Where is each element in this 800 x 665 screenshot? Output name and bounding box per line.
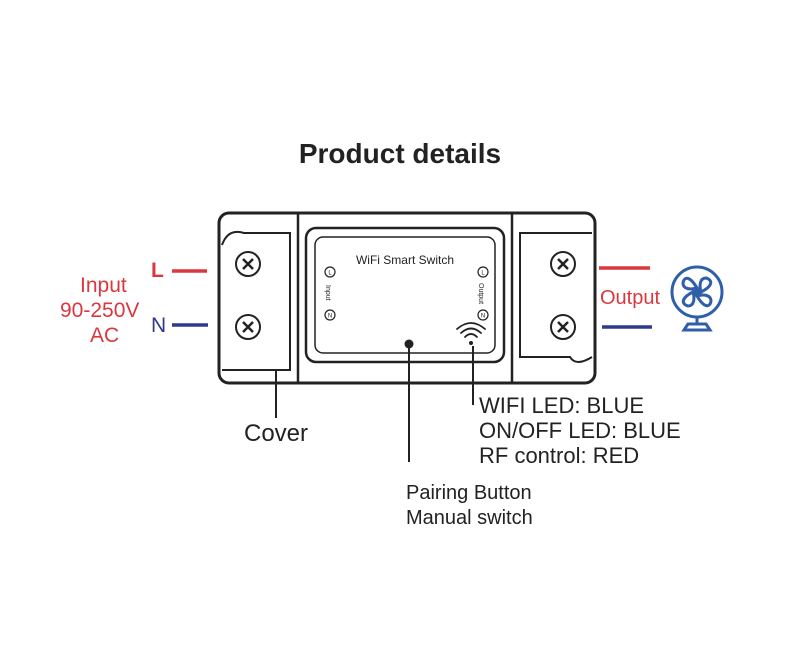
screw-icon	[550, 251, 576, 277]
cover-callout: Cover	[244, 420, 309, 447]
led-callout-line2: ON/OFF LED: BLUE	[479, 418, 681, 443]
input-tag: Input	[324, 285, 331, 301]
input-l-marker	[324, 266, 336, 278]
pairing-callout-line2: Manual switch	[406, 507, 533, 529]
output-l-marker	[477, 266, 489, 278]
live-label: L	[151, 259, 164, 282]
right-inner-panel	[519, 232, 593, 363]
output-n-marker	[477, 309, 489, 321]
pairing-button-dot	[404, 339, 414, 349]
input-label: Input	[80, 274, 127, 297]
screw-icon	[235, 314, 261, 340]
input-n-mark: N	[328, 314, 332, 320]
output-l-mark: L	[481, 271, 485, 277]
input-n-marker	[324, 309, 336, 321]
screw-icon	[235, 251, 261, 277]
center-module-inner	[314, 236, 496, 354]
page-title: Product details	[298, 138, 502, 169]
input-ac: AC	[90, 324, 120, 347]
left-inner-panel	[221, 230, 291, 371]
output-tag: Output	[477, 283, 484, 304]
wifi-signal-icon	[456, 322, 486, 345]
led-callout-line3: RF control: RED	[479, 443, 640, 468]
screw-icon	[550, 314, 576, 340]
output-label: Output	[600, 287, 661, 309]
input-l-mark: L	[328, 271, 332, 277]
output-n-mark: N	[481, 314, 485, 320]
neutral-label: N	[151, 314, 167, 337]
module-name: WiFi Smart Switch	[356, 253, 454, 267]
led-callout-line1: WIFI LED: BLUE	[479, 393, 645, 418]
fan-icon	[670, 265, 724, 332]
pairing-callout-line1: Pairing Button	[406, 482, 532, 504]
input-voltage: 90-250V	[60, 299, 140, 322]
